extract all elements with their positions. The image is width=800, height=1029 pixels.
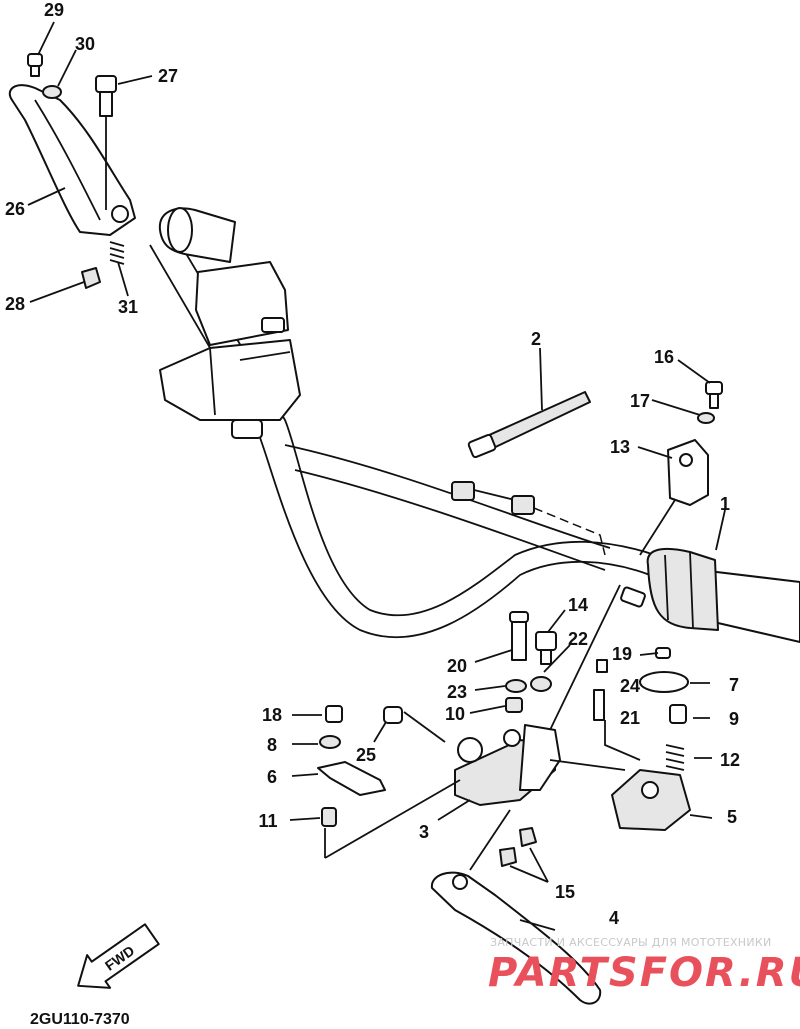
- clutch-lever-4: [430, 871, 602, 1005]
- wiring-lead: [451, 481, 606, 556]
- right-grip: [620, 547, 800, 643]
- fwd-arrow: FWD: [77, 923, 160, 989]
- drawing-code: 2GU110-7370: [30, 1011, 130, 1028]
- callout-28: 28: [5, 294, 25, 314]
- master-cylinder: [159, 261, 301, 439]
- callout-labels: 29 30 27 26 28 31 2 16 17 13 1 14 22 20 …: [5, 0, 740, 928]
- washer-30: [42, 85, 62, 99]
- callout-11: 11: [258, 811, 277, 831]
- brake-lever-left: [8, 84, 136, 236]
- cable-tie: [467, 391, 591, 459]
- watermark: ЗАПЧАСТИ И АКСЕССУАРЫ ДЛЯ МОТОТЕХНИКИ PA…: [488, 936, 800, 996]
- callout-15: 15: [555, 882, 575, 902]
- callout-19: 19: [612, 644, 632, 664]
- leader-lines: [27, 21, 726, 931]
- small-hardware: [317, 611, 689, 867]
- switch-clamp: [639, 439, 709, 556]
- callout-14: 14: [568, 595, 588, 615]
- pivot-bolt-27: [95, 75, 117, 210]
- callout-18: 18: [262, 705, 282, 725]
- callout-12: 12: [720, 750, 740, 770]
- callout-6: 6: [267, 767, 277, 787]
- callout-30: 30: [75, 34, 95, 54]
- callout-22: 22: [568, 629, 588, 649]
- lever-bracket: [454, 724, 561, 806]
- callout-29: 29: [44, 0, 64, 20]
- callout-10: 10: [445, 704, 465, 724]
- screw-16: [705, 381, 723, 409]
- callout-25: 25: [356, 745, 376, 765]
- callout-24: 24: [620, 676, 640, 696]
- callout-23: 23: [447, 682, 467, 702]
- callout-2: 2: [531, 329, 541, 349]
- callout-16: 16: [654, 347, 674, 367]
- callout-21: 21: [620, 708, 640, 728]
- callout-27: 27: [158, 66, 178, 86]
- callout-20: 20: [447, 656, 467, 676]
- callout-26: 26: [5, 199, 25, 219]
- watermark-brand: PARTSFOR.RU: [488, 950, 800, 996]
- callout-13: 13: [610, 437, 630, 457]
- callout-7: 7: [729, 675, 739, 695]
- callout-9: 9: [729, 709, 739, 729]
- callout-31: 31: [118, 297, 138, 317]
- callout-8: 8: [267, 735, 277, 755]
- callout-4: 4: [609, 908, 619, 928]
- callout-17: 17: [630, 391, 650, 411]
- nut-28: [81, 267, 101, 289]
- bolt-29: [27, 53, 43, 77]
- spring-31: [109, 241, 125, 265]
- holder-5: [611, 769, 691, 831]
- left-grip: [158, 207, 236, 263]
- callout-1: 1: [720, 494, 730, 514]
- washer-17: [697, 412, 715, 424]
- callout-3: 3: [419, 822, 429, 842]
- callout-5: 5: [727, 807, 737, 827]
- watermark-tagline: ЗАПЧАСТИ И АКСЕССУАРЫ ДЛЯ МОТОТЕХНИКИ: [490, 936, 772, 949]
